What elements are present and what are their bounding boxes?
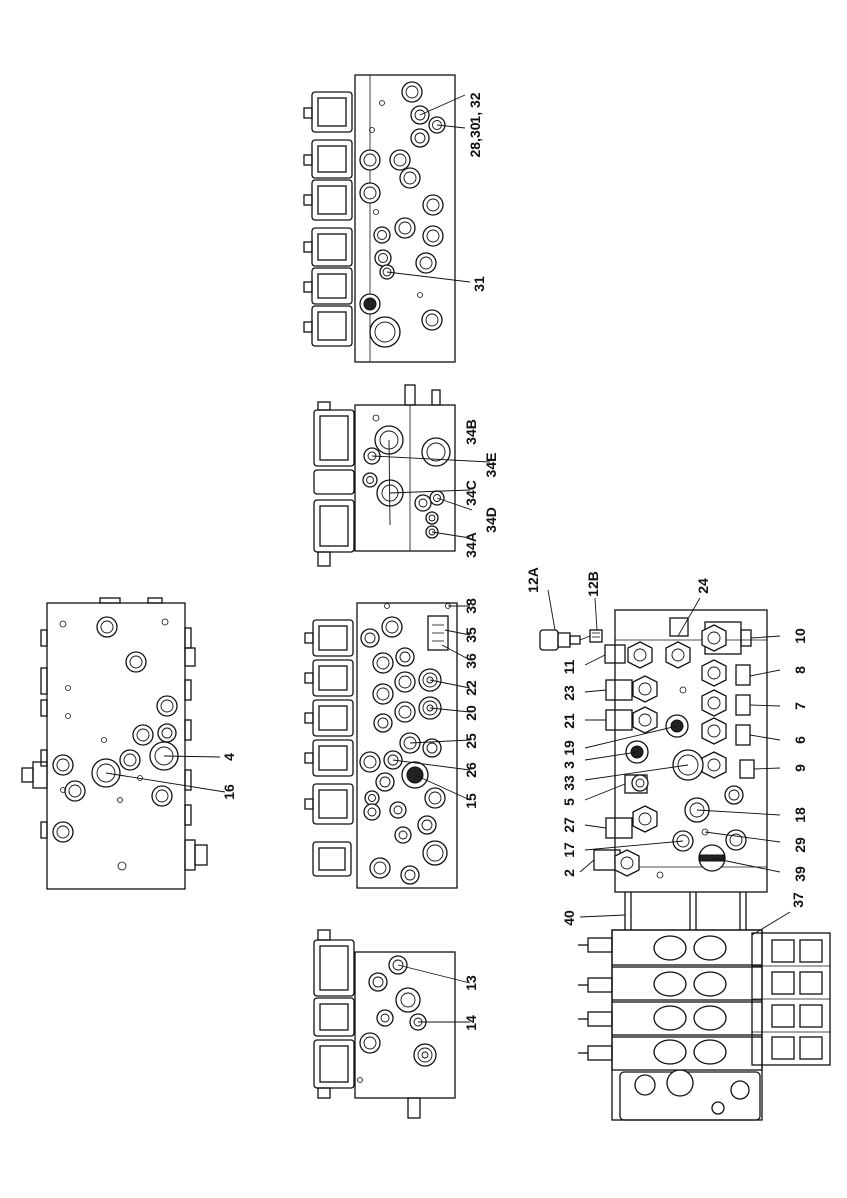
valve-ports	[359, 81, 446, 348]
callout-3: 3	[561, 761, 577, 769]
callout-33: 33	[561, 775, 577, 791]
valve-block-view-middle	[304, 602, 471, 889]
callout-28-30: 28,30	[467, 122, 483, 157]
callout-40: 40	[561, 910, 577, 926]
callout-14: 14	[463, 1015, 479, 1031]
valve-assembly-right	[539, 589, 831, 1121]
callout-12A: 12A	[525, 567, 541, 593]
callout-21: 21	[561, 713, 577, 729]
callout-34C: 34C	[463, 480, 479, 506]
callout-19: 19	[561, 740, 577, 756]
callout-39: 39	[792, 866, 808, 882]
callout-24: 24	[695, 578, 711, 594]
callout-31: 31	[471, 276, 487, 292]
callout-labels: 1, 32 28,30 31 34B 34E 34C 34D 34A 38 35…	[221, 92, 808, 1031]
callout-34A: 34A	[463, 532, 479, 558]
callout-11: 11	[561, 659, 577, 674]
callout-34D: 34D	[483, 507, 499, 533]
callout-27: 27	[561, 817, 577, 833]
callout-7: 7	[792, 702, 808, 710]
callout-4: 4	[221, 753, 237, 761]
callout-25: 25	[463, 733, 479, 749]
callout-1-32: 1, 32	[467, 92, 483, 123]
callout-15: 15	[463, 793, 479, 809]
manifold-stack	[578, 929, 831, 1121]
callout-10: 10	[792, 628, 808, 644]
hex-cartridges	[614, 624, 727, 877]
valve-block-view-bottom	[313, 929, 471, 1119]
callout-29: 29	[792, 837, 808, 853]
valve-block-view-top	[303, 74, 471, 363]
callout-22: 22	[463, 680, 479, 696]
callout-38: 38	[463, 598, 479, 614]
callout-26: 26	[463, 762, 479, 778]
valve-block-view-34	[313, 384, 491, 567]
callout-23: 23	[561, 685, 577, 701]
callout-37: 37	[790, 892, 806, 908]
callout-6: 6	[792, 736, 808, 744]
valve-block-view-left	[21, 597, 226, 890]
callout-8: 8	[792, 666, 808, 674]
callout-35: 35	[463, 627, 479, 643]
callout-5: 5	[561, 798, 577, 806]
callout-36: 36	[463, 653, 479, 669]
callout-18: 18	[792, 807, 808, 823]
callout-17: 17	[561, 842, 577, 858]
callout-34E: 34E	[483, 453, 499, 478]
callout-12B: 12B	[585, 571, 601, 597]
callout-13: 13	[463, 975, 479, 991]
callout-16: 16	[221, 784, 237, 800]
callout-2: 2	[561, 869, 577, 877]
callout-34B: 34B	[463, 419, 479, 445]
callout-9: 9	[792, 764, 808, 772]
callout-20: 20	[463, 705, 479, 721]
